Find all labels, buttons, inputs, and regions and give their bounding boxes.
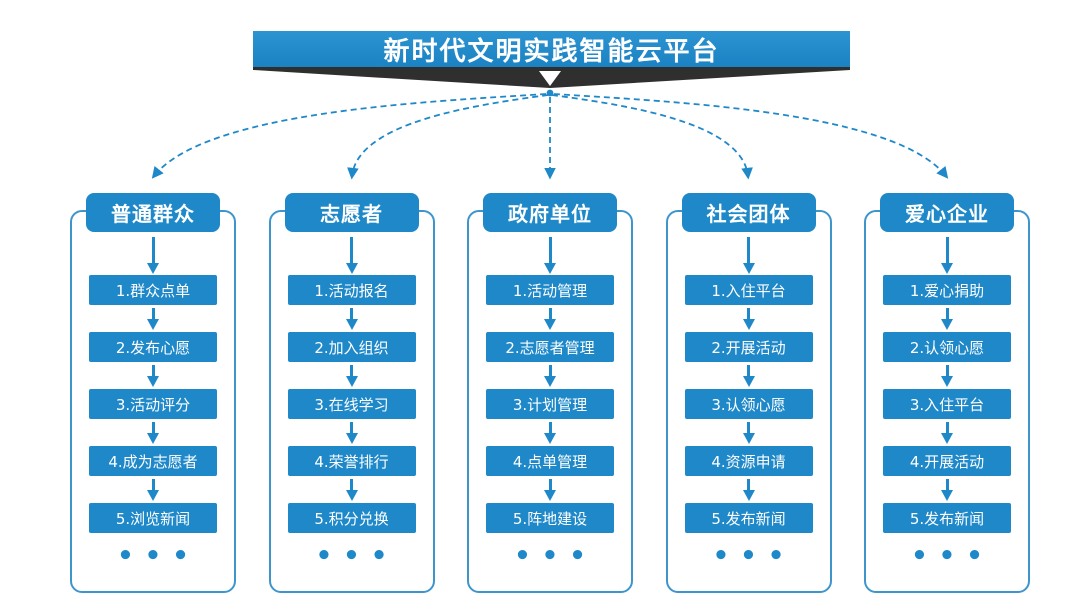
down-arrow-icon: [548, 479, 552, 491]
down-arrow-icon: [151, 365, 155, 377]
down-arrow-icon: [151, 308, 155, 320]
connector-to-column-5: [553, 93, 949, 179]
down-arrow-icon: [151, 237, 155, 264]
down-arrow-icon: [151, 479, 155, 491]
banner-down-arrow-icon: [539, 71, 561, 86]
step-box: 1.入住平台: [684, 275, 813, 305]
step-box: 5.发布新闻: [684, 503, 813, 533]
column-header: 社会团体: [681, 193, 816, 232]
step-box: 4.成为志愿者: [89, 446, 217, 476]
connector-to-column-2: [347, 94, 549, 180]
column-header: 政府单位: [483, 193, 617, 232]
step-box: 3.认领心愿: [684, 389, 813, 419]
down-arrow-icon: [747, 422, 750, 434]
down-arrow-icon: [747, 365, 750, 377]
down-arrow-icon: [350, 308, 353, 320]
down-arrow-icon: [548, 237, 552, 264]
down-arrow-icon: [350, 479, 353, 491]
column-ordinary-masses: 普通群众 1.群众点单 2.发布心愿 3.活动评分 4.成为志愿者 5.浏览新闻…: [70, 193, 236, 593]
down-arrow-icon: [747, 479, 750, 491]
step-box: 3.活动评分: [89, 389, 217, 419]
column-header: 普通群众: [86, 193, 220, 232]
down-arrow-icon: [350, 422, 353, 434]
down-arrow-icon: [747, 237, 750, 264]
platform-title: 新时代文明实践智能云平台: [383, 36, 720, 67]
column-government-unit: 政府单位 1.活动管理 2.志愿者管理 3.计划管理 4.点单管理 5.阵地建设…: [467, 193, 633, 593]
column-caring-enterprise: 爱心企业 1.爱心捐助 2.认领心愿 3.入住平台 4.开展活动 5.发布新闻 …: [864, 193, 1030, 593]
step-box: 4.荣誉排行: [287, 446, 416, 476]
step-box: 2.认领心愿: [883, 332, 1011, 362]
fanout-origin-dot: [546, 89, 554, 97]
column-header: 志愿者: [284, 193, 419, 232]
step-box: 2.开展活动: [684, 332, 813, 362]
step-box: 5.发布新闻: [883, 503, 1011, 533]
step-box: 3.在线学习: [287, 389, 416, 419]
down-arrow-icon: [548, 422, 552, 434]
step-box: 3.入住平台: [883, 389, 1011, 419]
connector-to-column-4: [551, 94, 753, 180]
ellipsis: •••: [911, 541, 994, 571]
down-arrow-icon: [945, 365, 949, 377]
step-box: 1.群众点单: [89, 275, 217, 305]
down-arrow-icon: [747, 308, 750, 320]
column-social-organization: 社会团体 1.入住平台 2.开展活动 3.认领心愿 4.资源申请 5.发布新闻 …: [665, 193, 832, 593]
step-box: 2.加入组织: [287, 332, 416, 362]
columns-row: 普通群众 1.群众点单 2.发布心愿 3.活动评分 4.成为志愿者 5.浏览新闻…: [70, 193, 1030, 593]
down-arrow-icon: [548, 365, 552, 377]
down-arrow-icon: [548, 308, 552, 320]
down-arrow-icon: [945, 308, 949, 320]
ellipsis: •••: [315, 541, 399, 571]
down-arrow-icon: [350, 237, 353, 264]
step-box: 4.开展活动: [883, 446, 1011, 476]
step-box: 1.活动报名: [287, 275, 416, 305]
down-arrow-icon: [945, 422, 949, 434]
step-box: 4.资源申请: [684, 446, 813, 476]
step-box: 5.阵地建设: [486, 503, 614, 533]
step-box: 2.发布心愿: [89, 332, 217, 362]
step-box: 2.志愿者管理: [486, 332, 614, 362]
column-volunteer: 志愿者 1.活动报名 2.加入组织 3.在线学习 4.荣誉排行 5.积分兑换 •…: [268, 193, 435, 593]
step-box: 5.积分兑换: [287, 503, 416, 533]
ellipsis: •••: [712, 541, 796, 571]
ellipsis: •••: [117, 541, 200, 571]
step-box: 1.爱心捐助: [883, 275, 1011, 305]
platform-title-banner: 新时代文明实践智能云平台: [253, 31, 850, 67]
step-box: 5.浏览新闻: [89, 503, 217, 533]
ellipsis: •••: [514, 541, 597, 571]
step-box: 1.活动管理: [486, 275, 614, 305]
down-arrow-icon: [945, 479, 949, 491]
down-arrow-icon: [151, 422, 155, 434]
down-arrow-icon: [350, 365, 353, 377]
step-box: 4.点单管理: [486, 446, 614, 476]
down-arrow-icon: [945, 237, 949, 264]
step-box: 3.计划管理: [486, 389, 614, 419]
column-header: 爱心企业: [880, 193, 1014, 232]
connector-to-column-1: [151, 93, 547, 179]
